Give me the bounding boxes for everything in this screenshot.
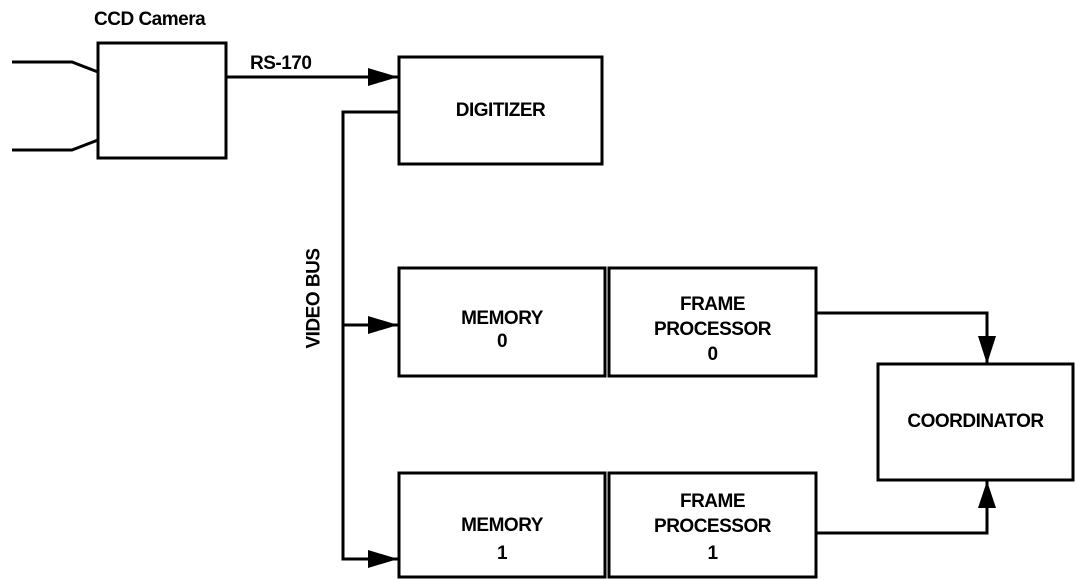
frame-processor1-line1: FRAME: [679, 491, 746, 512]
video-bus-line: [341, 110, 399, 561]
frame-processor1-index: 1: [707, 543, 718, 564]
camera-lens: [12, 60, 100, 152]
coordinator-label: COORDINATOR: [907, 411, 1044, 432]
rs170-arrowhead: [368, 68, 398, 86]
memory0-index: 0: [496, 331, 508, 352]
camera-label: CCD Camera: [94, 9, 206, 30]
memory1-index: 1: [496, 543, 508, 564]
memory0-label: MEMORY: [461, 308, 543, 329]
bus-to-memory1-arrowhead: [368, 550, 398, 568]
video-bus-label: VIDEO BUS: [303, 248, 325, 349]
fp0-to-coordinator-line: [816, 311, 989, 364]
frame-processor0-index: 0: [707, 344, 718, 365]
fp1-to-coordinator-line: [816, 481, 989, 535]
fp0-to-coordinator-arrowhead: [978, 336, 996, 364]
memory1-box: [397, 471, 607, 579]
bus-to-memory0-arrowhead: [368, 316, 398, 334]
frame-processor1-line2: PROCESSOR: [654, 516, 771, 537]
frame-processor0-line1: FRAME: [679, 294, 746, 315]
frame-processor1-box: [607, 471, 818, 579]
fp1-to-coordinator-arrowhead: [978, 481, 996, 508]
digitizer-label: DIGITIZER: [455, 100, 546, 121]
memory1-label: MEMORY: [461, 515, 543, 536]
rs170-label: RS-170: [250, 53, 312, 74]
camera-body: [96, 41, 228, 160]
memory0-box: [397, 266, 607, 378]
frame-processor0-line2: PROCESSOR: [654, 319, 771, 340]
coordinator-box: [876, 362, 1075, 482]
frame-processor0-box: [607, 266, 818, 378]
